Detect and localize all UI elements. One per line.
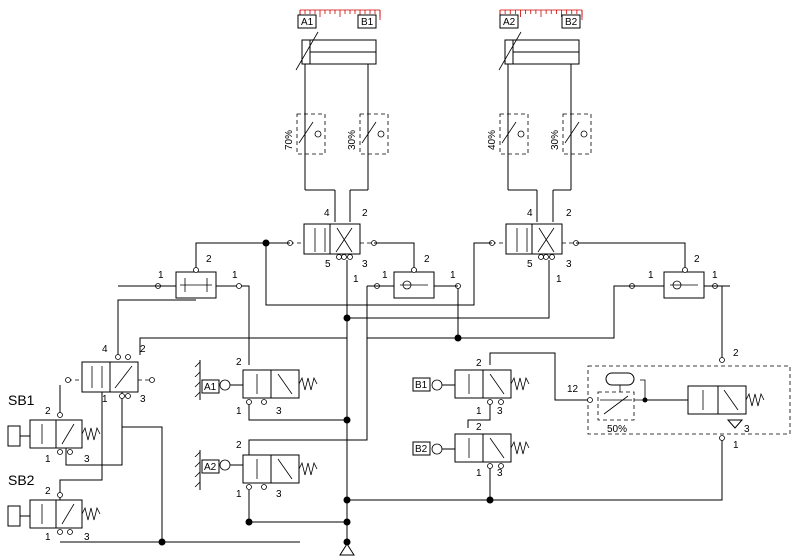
- svg-text:1: 1: [45, 532, 51, 543]
- main-valve-2: 4 2 5 1 3: [489, 189, 579, 285]
- svg-text:B2: B2: [415, 444, 428, 455]
- svg-text:1: 1: [232, 270, 238, 281]
- limit-valve-a2: A2 2 1 3: [194, 440, 318, 500]
- time-delay-valve: 12 50% 2 3 1: [567, 348, 791, 451]
- cylinder-1-scale: [299, 9, 381, 20]
- sb1-button[interactable]: [7, 425, 21, 447]
- svg-text:1: 1: [158, 270, 164, 281]
- svg-text:30%: 30%: [550, 130, 561, 150]
- svg-text:1: 1: [648, 270, 654, 281]
- cylinder-2: A2 B2: [498, 9, 583, 112]
- cylinder-2-label-right: B2: [561, 14, 581, 29]
- flow-control-valve-4: 30%: [550, 112, 592, 190]
- svg-text:1: 1: [733, 440, 739, 451]
- svg-text:A2: A2: [503, 17, 516, 28]
- svg-text:A2: A2: [204, 462, 217, 473]
- reservoir-icon: [605, 372, 635, 386]
- main-valve-1: 4 2 5 1 3: [287, 189, 377, 285]
- svg-text:2: 2: [45, 406, 51, 417]
- svg-text:2: 2: [476, 422, 482, 433]
- cylinder-1-label-right: B1: [357, 14, 377, 29]
- svg-text:4: 4: [324, 208, 330, 219]
- memory-valve: 4 2 1 3: [65, 344, 155, 405]
- svg-text:1: 1: [382, 270, 388, 281]
- flow-control-valve-3: 40%: [487, 112, 529, 190]
- svg-text:2: 2: [236, 440, 242, 451]
- exhaust-icon: [726, 419, 744, 429]
- svg-text:B1: B1: [361, 17, 374, 28]
- flow-control-valve-2: 30%: [347, 112, 389, 190]
- svg-text:2: 2: [206, 254, 212, 265]
- svg-text:2: 2: [140, 344, 146, 355]
- junctions: [158, 239, 494, 546]
- svg-text:1: 1: [476, 468, 482, 479]
- svg-text:1: 1: [712, 270, 718, 281]
- svg-text:3: 3: [744, 424, 750, 435]
- svg-text:2: 2: [362, 208, 368, 219]
- svg-text:3: 3: [84, 454, 90, 465]
- or-valve-2: 1 2 1: [624, 254, 722, 299]
- svg-text:3: 3: [566, 259, 572, 270]
- svg-text:A1: A1: [301, 17, 314, 28]
- sb2-valve[interactable]: SB2 2 1 3: [7, 472, 101, 543]
- svg-text:2: 2: [236, 357, 242, 368]
- svg-text:12: 12: [567, 384, 579, 395]
- svg-text:3: 3: [362, 259, 368, 270]
- svg-text:B1: B1: [415, 380, 428, 391]
- svg-text:1: 1: [450, 270, 456, 281]
- sb2-button[interactable]: [7, 505, 21, 527]
- svg-text:5: 5: [325, 259, 331, 270]
- svg-text:3: 3: [276, 406, 282, 417]
- cylinder-2-sensor-arrow: [498, 31, 522, 71]
- svg-text:2: 2: [45, 486, 51, 497]
- limit-valve-a1: A1 2 1 3: [194, 357, 318, 417]
- air-supply-icon: [339, 543, 355, 556]
- svg-text:2: 2: [424, 254, 430, 265]
- svg-text:40%: 40%: [487, 130, 498, 150]
- svg-text:1: 1: [353, 274, 359, 285]
- cylinder-1: A1 B1: [295, 9, 381, 112]
- svg-text:2: 2: [476, 358, 482, 369]
- svg-text:50%: 50%: [607, 424, 627, 435]
- svg-text:70%: 70%: [284, 130, 295, 150]
- flow-control-valve-1: 70%: [284, 112, 326, 190]
- svg-text:B2: B2: [565, 17, 578, 28]
- sb1-label: SB1: [8, 392, 35, 408]
- svg-text:5: 5: [527, 259, 533, 270]
- svg-text:1: 1: [236, 489, 242, 500]
- svg-text:1: 1: [45, 454, 51, 465]
- svg-text:3: 3: [497, 468, 503, 479]
- svg-text:2: 2: [566, 208, 572, 219]
- and-valve: 1 2 1: [118, 254, 242, 299]
- svg-text:2: 2: [694, 254, 700, 265]
- svg-text:3: 3: [276, 489, 282, 500]
- svg-text:A1: A1: [204, 382, 217, 393]
- cylinder-1-label-left: A1: [297, 14, 317, 29]
- svg-text:30%: 30%: [347, 130, 358, 150]
- svg-text:1: 1: [236, 406, 242, 417]
- pneumatic-lines: [59, 242, 730, 543]
- svg-text:1: 1: [102, 394, 108, 405]
- or-valve-1: 1 2 1: [367, 254, 461, 299]
- svg-text:3: 3: [84, 532, 90, 543]
- svg-text:1: 1: [476, 406, 482, 417]
- cylinder-1-sensor-arrow: [295, 31, 319, 71]
- sb2-label: SB2: [8, 472, 35, 488]
- svg-text:3: 3: [140, 394, 146, 405]
- svg-text:4: 4: [102, 344, 108, 355]
- svg-text:1: 1: [556, 274, 562, 285]
- svg-text:4: 4: [527, 208, 533, 219]
- svg-text:3: 3: [497, 406, 503, 417]
- limit-valve-b2: B2 2 1 3: [412, 422, 530, 479]
- limit-valve-b1: B1 2 1 3: [412, 358, 530, 417]
- sb1-valve[interactable]: SB1 2 1 3: [7, 392, 101, 465]
- cylinder-2-label-left: A2: [499, 14, 519, 29]
- svg-text:2: 2: [733, 348, 739, 359]
